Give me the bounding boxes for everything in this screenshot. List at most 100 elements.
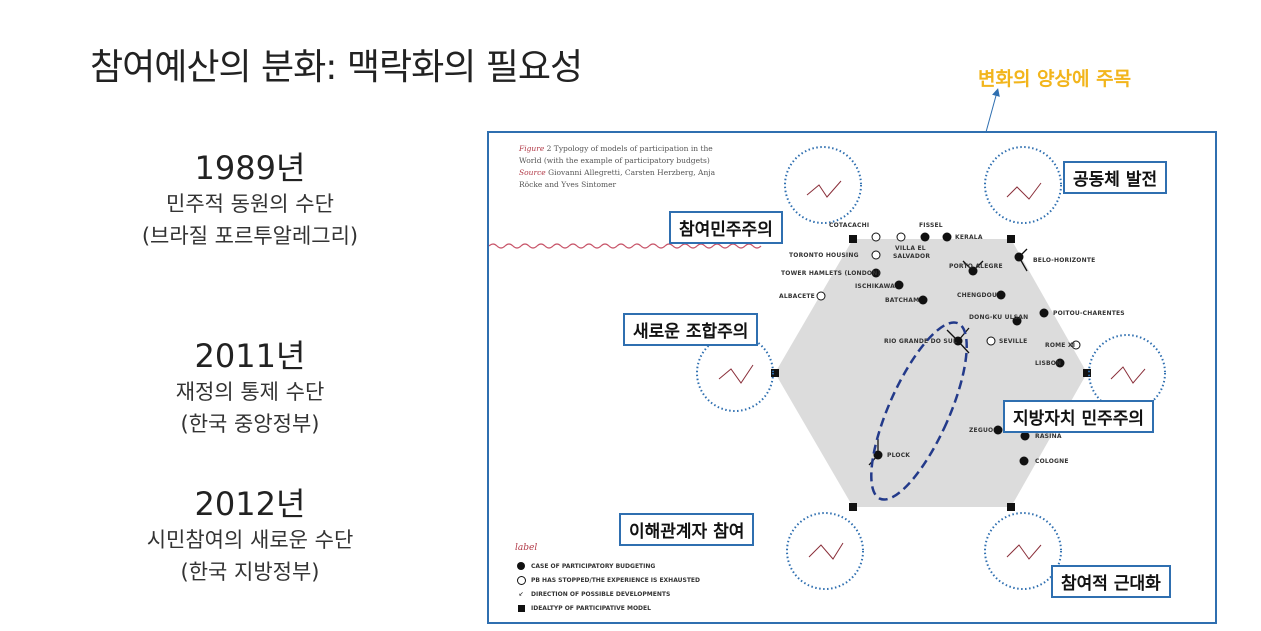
era-year: 1989년 [194,149,306,187]
city-label: ALBACETE [779,293,815,300]
legend-item: ↙DIRECTION OF POSSIBLE DEVELOPMENTS [515,587,700,601]
callout-text: 변화의 양상에 주목 [978,68,1132,90]
model-circle [984,512,1062,590]
city-label: TOWER HAMLETS (LONDON) [781,270,881,277]
model-neo-corporatism: 새로운 조합주의 [623,313,759,346]
empty-circle-icon [516,575,526,585]
direction-arrow [868,248,1028,466]
city-marker [894,280,904,290]
model-pictogram [1006,544,1042,560]
model-pictogram [1110,366,1146,384]
caption-source-label: Source [519,168,546,177]
caption-text: 2 Typology of models of participation in… [519,144,713,165]
square-icon [517,604,525,612]
ideal-type-marker [1007,235,1015,243]
model-community-development: 공동체 발전 [1063,161,1168,194]
city-label: ROME XI [1045,342,1076,349]
city-marker-stopped [871,232,881,242]
figure-caption: Figure 2 Typology of models of participa… [519,143,719,191]
city-label: KERALA [955,234,983,241]
city-marker [993,425,1003,435]
era-case: (한국 지방정부) [180,560,320,584]
era-1989: 1989년 민주적 동원의 수단 (브라질 포르투알레그리) [80,148,420,252]
era-case: (브라질 포르투알레그리) [141,224,359,248]
highlight-ellipse [870,321,968,501]
city-marker [871,268,881,278]
city-label: BATCHAM [885,297,920,304]
city-label: FISSEL [919,222,943,229]
city-marker [920,232,930,242]
city-label: VILLA EL [895,245,926,252]
figure-legend: label CASE OF PARTICIPATORY BUDGETING PB… [515,543,700,615]
city-label: CHENGDOU [957,292,998,299]
city-label: RASINA [1035,433,1062,440]
era-year: 2012년 [194,485,306,523]
model-circle [1088,334,1166,412]
city-marker-stopped [1071,340,1081,350]
model-pictogram [718,364,754,384]
legend-item: PB HAS STOPPED/THE EXPERIENCE IS EXHAUST… [515,573,700,587]
city-label: RIO GRANDE DO SUL [884,338,958,345]
era-2011: 2011년 재정의 통제 수단 (한국 중앙정부) [80,336,420,440]
typology-diagram [489,146,1166,590]
model-pictogram [808,542,844,560]
city-marker [1012,316,1022,326]
model-circle [786,512,864,590]
city-marker-stopped [986,336,996,346]
city-label: ZEGUO [969,427,994,434]
city-label: PLOCK [887,452,911,459]
ideal-type-marker [1083,369,1091,377]
city-label: PORTO ALEGRE [949,263,1003,270]
hexagon [775,239,1087,507]
model-circle [984,146,1062,224]
city-marker-stopped [871,250,881,260]
city-label: ISCHIKAWA [855,283,896,290]
era-description: 시민참여의 새로운 수단 [146,528,354,552]
ideal-type-marker [849,235,857,243]
model-pictogram [806,180,842,198]
model-multistakeholder: 이해관계자 참여 [619,513,755,546]
arrow-icon: ↙ [518,590,524,598]
city-label: COTACACHI [829,222,870,229]
era-year: 2011년 [194,337,306,375]
model-proximity-democracy: 지방자치 민주주의 [1003,400,1155,433]
wavy-line [489,243,762,249]
city-label: SEVILLE [999,338,1028,345]
city-label: SALVADOR [893,253,931,260]
era-case: (한국 중앙정부) [180,412,320,436]
city-marker-stopped [816,291,826,301]
city-marker-stopped [896,232,906,242]
model-circle [784,146,862,224]
city-marker [996,290,1006,300]
caption-source: Giovanni Allegretti, Carsten Herzberg, A… [519,168,716,189]
model-participatory-democracy: 참여민주주의 [669,211,783,244]
city-marker [1055,358,1065,368]
era-description: 재정의 통제 수단 [175,380,325,404]
era-description: 민주적 동원의 수단 [166,192,334,216]
city-label: POITOU-CHARENTES [1053,310,1125,317]
era-2012: 2012년 시민참여의 새로운 수단 (한국 지방정부) [80,484,420,588]
legend-title: label [515,543,538,553]
filled-dot-icon [517,562,525,570]
legend-item: IDEALTYP OF PARTICIPATIVE MODEL [515,601,700,615]
city-label: COLOGNE [1035,458,1069,465]
city-marker [942,232,952,242]
model-participatory-modernization: 참여적 근대화 [1051,565,1171,598]
city-label: LISBON [1035,360,1062,367]
city-label: DONG-KU ULSAN [969,314,1029,321]
ideal-type-marker [1007,503,1015,511]
legend-item: CASE OF PARTICIPATORY BUDGETING [515,559,700,573]
city-marker [1019,456,1029,466]
typology-figure: Figure 2 Typology of models of participa… [487,131,1217,624]
ideal-type-marker [849,503,857,511]
city-label: BELO-HORIZONTE [1033,257,1096,264]
caption-figure-label: Figure [519,144,545,153]
page-title: 참여예산의 분화: 맥락화의 필요성 [90,47,583,88]
ideal-type-marker [771,369,779,377]
model-circle [696,334,774,412]
model-pictogram [1006,182,1042,200]
city-marker [918,295,928,305]
city-label: TORONTO HOUSING [789,252,859,259]
city-marker [1039,308,1049,318]
city-marker [1020,431,1030,441]
